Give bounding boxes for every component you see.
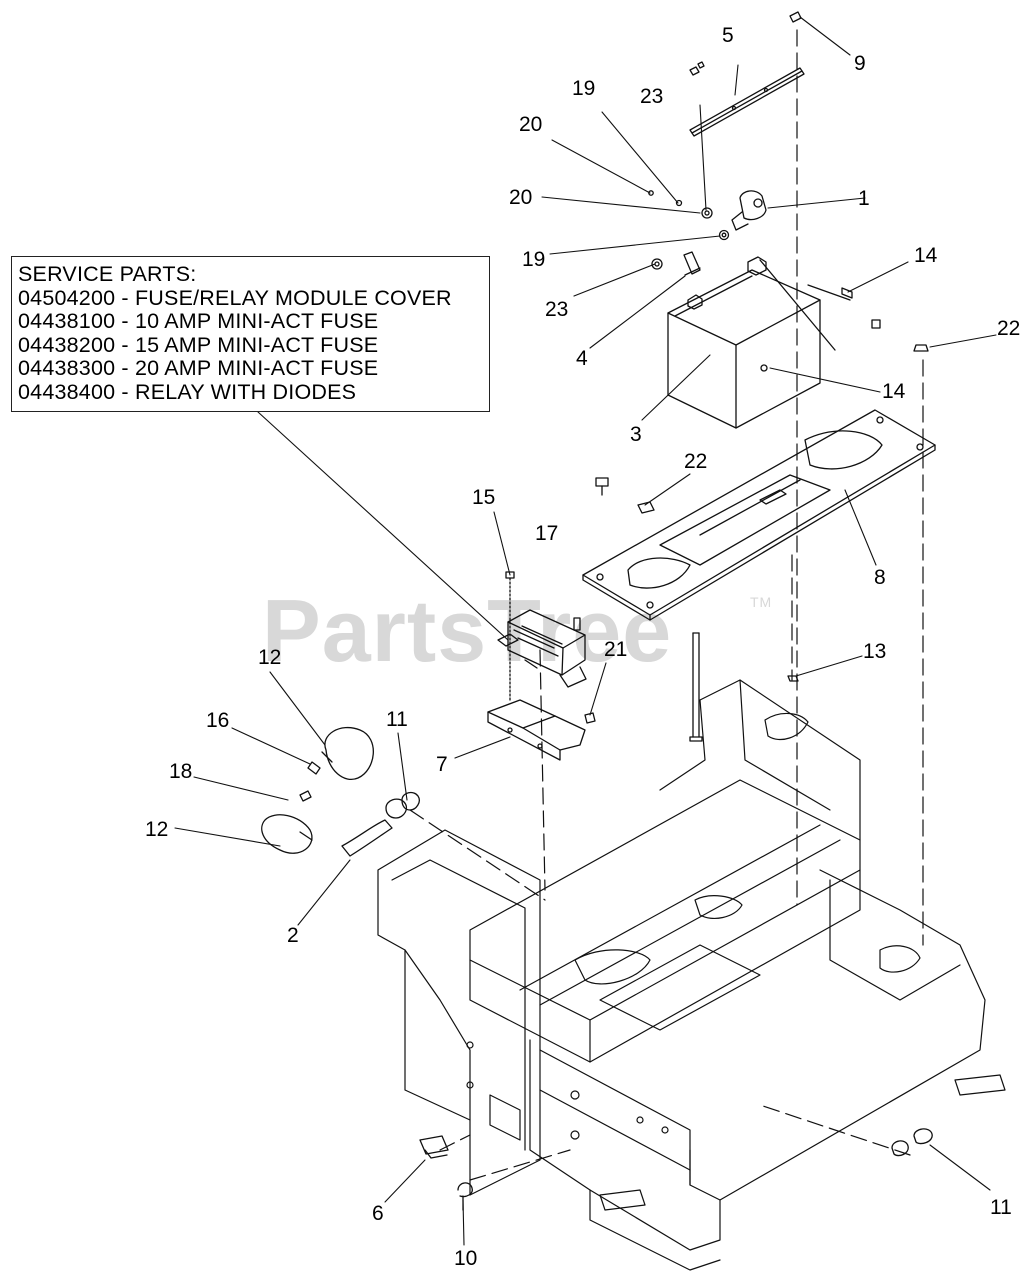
part-3-battery [667, 256, 821, 429]
callout-3[interactable]: 3 [630, 423, 642, 446]
callout-20[interactable]: 20 [509, 186, 533, 209]
watermark: PartsTree TM [262, 580, 771, 682]
callout-22[interactable]: 22 [997, 317, 1021, 340]
callout-9[interactable]: 9 [854, 52, 866, 75]
callout-17[interactable]: 17 [535, 522, 559, 545]
small-screws [689, 11, 802, 76]
callout-2[interactable]: 2 [287, 924, 299, 947]
part-1-clamp [731, 190, 767, 231]
part-7-bracket [487, 699, 596, 761]
callout-6[interactable]: 6 [372, 1202, 384, 1225]
callout-11[interactable]: 11 [990, 1196, 1012, 1219]
service-part-item: 04504200 - FUSE/RELAY MODULE COVER [18, 285, 452, 310]
cables [261, 726, 420, 857]
hardware-19-20-23 [648, 190, 730, 270]
service-part-item: 04438300 - 20 AMP MINI-ACT FUSE [18, 356, 379, 380]
leader-lines [174, 16, 997, 1246]
part-5-rod [689, 67, 805, 137]
watermark-tm: TM [750, 594, 773, 610]
watermark-text: PartsTree [262, 581, 673, 680]
main-frame [377, 679, 1006, 1271]
callout-14[interactable]: 14 [914, 244, 938, 267]
callout-18[interactable]: 18 [169, 760, 193, 783]
callout-8[interactable]: 8 [874, 566, 886, 589]
callout-19[interactable]: 19 [572, 77, 596, 100]
service-part-item: 04438400 - RELAY WITH DIODES [18, 379, 357, 404]
part-4-bolt [683, 251, 701, 276]
callout-15[interactable]: 15 [472, 486, 496, 509]
service-part-item: 04438100 - 10 AMP MINI-ACT FUSE [18, 309, 379, 333]
bolts-22 [505, 477, 655, 701]
callout-13[interactable]: 13 [863, 640, 887, 663]
callout-5[interactable]: 5 [722, 24, 734, 47]
callout-1[interactable]: 1 [858, 187, 870, 210]
callout-10[interactable]: 10 [454, 1247, 478, 1270]
bottom-hardware [419, 1128, 933, 1211]
part-17-fuse-module [497, 609, 587, 688]
part-13-nut [787, 675, 799, 682]
callout-4[interactable]: 4 [576, 347, 588, 370]
long-rod [689, 632, 703, 742]
callout-23[interactable]: 23 [545, 298, 569, 321]
callout-11[interactable]: 11 [386, 708, 408, 731]
callout-23[interactable]: 23 [640, 85, 664, 108]
hold-down-rods [759, 259, 929, 352]
callout-7[interactable]: 7 [436, 753, 448, 776]
callout-19[interactable]: 19 [522, 248, 546, 271]
callout-16[interactable]: 16 [206, 709, 230, 732]
callout-22[interactable]: 22 [684, 450, 708, 473]
callout-20[interactable]: 20 [519, 113, 543, 136]
callout-14[interactable]: 14 [882, 380, 906, 403]
service-part-item: 04438200 - 15 AMP MINI-ACT FUSE [18, 332, 379, 357]
callout-21[interactable]: 21 [604, 638, 628, 661]
callout-12[interactable]: 12 [145, 818, 169, 841]
callout-12[interactable]: 12 [258, 646, 282, 669]
service-parts-box: SERVICE PARTS: 04504200 - FUSE/RELAY MOD… [11, 256, 490, 412]
service-parts-heading: SERVICE PARTS: [18, 262, 197, 286]
part-8-tray [582, 409, 936, 621]
